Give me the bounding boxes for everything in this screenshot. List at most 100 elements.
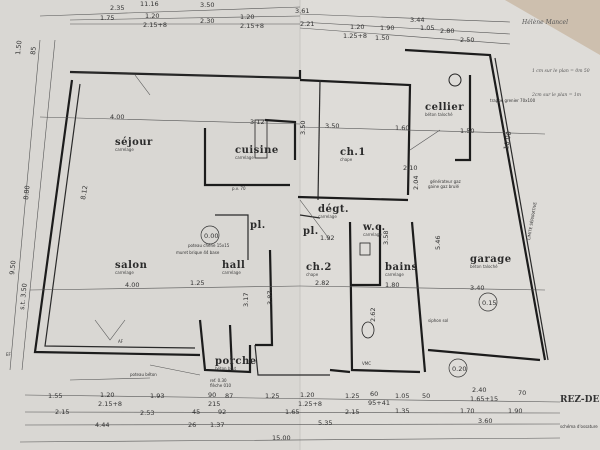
top-dimension: 3.50: [200, 1, 214, 9]
top-dimension: 2.15+8: [143, 21, 167, 29]
room-floor-type: béton taloché: [470, 264, 498, 269]
interior-dimension: 5.46: [434, 236, 442, 250]
room-label-wc: w.c.: [362, 222, 386, 233]
top-dimension: 3.44: [410, 16, 424, 24]
level-markers: 0.00 0.15 0.20: [200, 225, 498, 378]
room-floor-type: carrelage: [385, 272, 404, 277]
note-gaine: gaine gaz brulé: [428, 184, 460, 189]
room-label-salon: salon: [115, 260, 148, 271]
room-label-garage: garage: [470, 254, 512, 265]
top-dimension: 1.20: [145, 12, 159, 20]
room-floor-type: carrelage: [363, 232, 382, 237]
boiler-icon: [448, 73, 462, 87]
note-af: AF: [118, 339, 124, 344]
scale-note-2: 2cm sur le plan = 1m: [531, 92, 581, 98]
interior-dimension: 3.50: [299, 121, 307, 135]
interior-dimension: 1.60: [395, 124, 409, 132]
bottom-dimension: 92: [218, 408, 226, 416]
bottom-dimension: 15.00: [272, 434, 291, 442]
top-dimension: 2.21: [300, 20, 314, 28]
interior-dimension: 3.12: [250, 118, 264, 126]
note-ef: EF: [6, 352, 12, 357]
bottom-dimension: 1.20: [100, 391, 114, 399]
bottom-dimension: 3.60: [478, 417, 492, 425]
bottom-dimension: 215: [208, 400, 220, 408]
bottom-dimension: 1.65+15: [470, 395, 498, 403]
bottom-dimension: 1.35: [395, 407, 409, 415]
room-floor-type: chape: [306, 272, 319, 277]
room-label-porche: porche: [215, 356, 257, 367]
note-seuil: ref. 0.30: [210, 378, 227, 383]
title-block-title: REZ-DE-CHAUSSÉE: [560, 393, 600, 405]
room-floor-type: carrelage: [222, 270, 241, 275]
bottom-dimension: 2.15+8: [98, 400, 122, 408]
bottom-dimension: 95+41: [368, 399, 390, 407]
author-signature: Hélène Mancel: [521, 19, 568, 26]
toilet-icon: [359, 242, 371, 256]
bottom-dimension: 1.25: [345, 392, 359, 400]
title-block: REZ-DE-CHAUSSÉE schéma d'ossature: [560, 393, 600, 429]
bottom-dimension: 2.15: [55, 408, 69, 416]
top-dimension: 11.16: [140, 0, 159, 8]
room-label-cuisine: cuisine: [235, 145, 279, 156]
left-dimension: 9.50: [8, 260, 17, 275]
top-dimension: 3.61: [295, 7, 309, 15]
interior-dimension: 2.10: [403, 164, 417, 172]
bottom-dimension: 87: [225, 392, 233, 400]
top-dimension: 1.75: [100, 14, 114, 22]
note-generateur: générateur gaz: [430, 179, 461, 184]
sink-icon: [254, 119, 268, 159]
interior-dimension: 1.80: [385, 281, 399, 289]
note-limite: LIMITE SÉPARATIVE: [526, 201, 538, 240]
room-floor-type: carrelage: [318, 214, 337, 219]
interior-dimension: 4.00: [125, 281, 139, 289]
bottom-dimension: 70: [518, 389, 526, 397]
bottom-dimension: 1.65: [285, 408, 299, 416]
note-poteau-beton: poteau béton: [130, 372, 157, 377]
handwritten-notes: Hélène Mancel 1 cm sur le plan = 0m 50 2…: [521, 19, 590, 98]
room-label-ch2: ch.2: [306, 262, 332, 273]
room-label-ch1: ch.1: [340, 147, 366, 158]
interior-dimension-lines: [9, 6, 561, 443]
left-dimension: 85: [29, 46, 38, 55]
note-fleche: flèche 010: [210, 383, 232, 388]
bottom-dimension: 1.25+8: [298, 400, 322, 408]
bottom-dimension: 50: [422, 392, 430, 400]
top-dimension: 1.05: [420, 24, 434, 32]
bottom-dimension: 90: [208, 391, 216, 399]
level-marker: 0.20: [452, 365, 466, 373]
interior-dimension: 2.04: [412, 176, 420, 190]
bottom-dimension: 2.15: [345, 408, 359, 416]
room-label-cellier: cellier: [425, 102, 464, 113]
note-siphon: siphon sol: [428, 318, 448, 323]
bottom-dimension: 1.25: [265, 392, 279, 400]
bottom-dimension: 60: [370, 390, 378, 398]
interior-dimension: 2.82: [315, 279, 329, 287]
bottom-dimension: 2.53: [140, 409, 154, 417]
interior-dimension: 1.50: [460, 127, 474, 135]
level-marker: 0.15: [482, 299, 496, 307]
interior-dimension: 4.00: [110, 113, 124, 121]
washbasin-icon: [361, 321, 375, 339]
interior-dimension: 8.12: [79, 185, 89, 201]
bottom-dimension: 1.20: [300, 391, 314, 399]
interior-dimension: 1.25: [190, 279, 204, 287]
top-dimension: 1.25+8: [343, 32, 367, 40]
left-dimension: 8.80: [22, 185, 31, 200]
bottom-dimension: 4.44: [95, 421, 109, 429]
top-dimension: 1.90: [380, 24, 394, 32]
note-pv: p.v. 70: [232, 186, 246, 191]
top-dimension: 2.50: [460, 36, 474, 44]
left-dimension: 1.50: [14, 40, 23, 55]
note-muret: muret brique 44 base: [176, 250, 220, 255]
interior-dimension: 3.50: [325, 122, 339, 130]
room-label-pl: pl.: [250, 220, 266, 231]
top-dimension: 1.50: [375, 34, 389, 42]
bottom-dimension: 1.90: [508, 407, 522, 415]
room-label-hall: hall: [222, 260, 245, 271]
top-dimension: 2.35: [110, 4, 124, 12]
room-floor-type: béton brut: [215, 366, 237, 371]
room-floor-type: béton taloché: [425, 112, 453, 117]
interior-dimension: 3.58: [382, 231, 390, 245]
